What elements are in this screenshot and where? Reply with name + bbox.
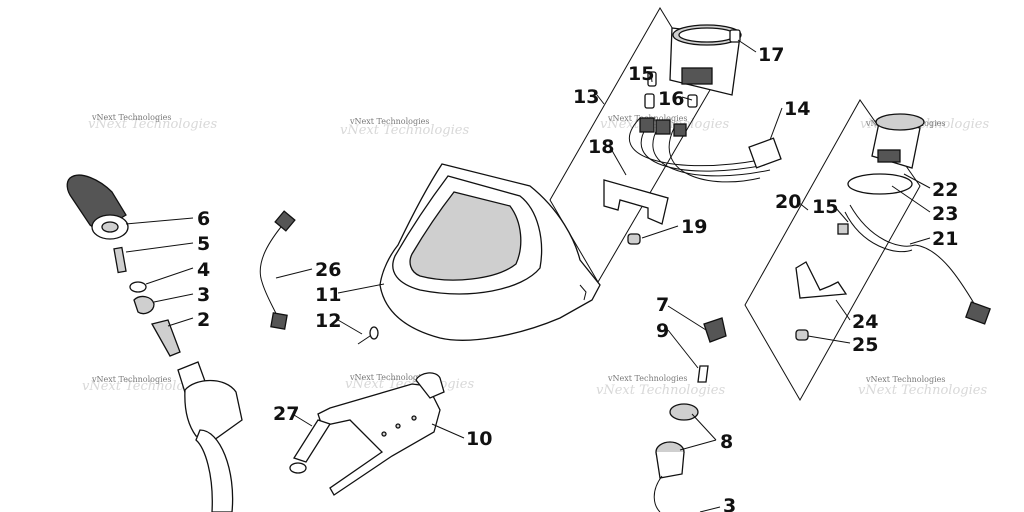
- callout-3: 3: [197, 284, 210, 306]
- callout-18: 18: [588, 136, 614, 158]
- bolt-5: [113, 246, 127, 274]
- callout-13: 13: [573, 86, 599, 108]
- callout-16: 16: [658, 88, 684, 110]
- callout-19: 19: [681, 216, 707, 238]
- callout-5: 5: [197, 233, 210, 255]
- callout-15: 15: [628, 63, 654, 85]
- ignition-key-7: [697, 317, 727, 383]
- bulb-17: [729, 29, 741, 43]
- callout-4: 4: [197, 259, 210, 281]
- watermark-text: vNext Technologies: [349, 373, 429, 382]
- screw-12: [357, 326, 379, 345]
- gauge-bracket-18: [603, 179, 669, 225]
- callout-26: 26: [315, 259, 341, 281]
- callout-2: 2: [197, 309, 210, 331]
- watermark-text: vNext Technologies: [865, 375, 945, 384]
- tube-2: [151, 319, 181, 357]
- callout-6: 6: [197, 208, 210, 230]
- secondary-gauge: [837, 113, 991, 325]
- watermark-shadow: vNext Technologies: [858, 383, 987, 398]
- callout-24: 24: [852, 311, 878, 333]
- callout-8: 8: [720, 431, 733, 453]
- bushing-3: [133, 295, 155, 315]
- callout-17: 17: [758, 44, 784, 66]
- throttle-switch-housing: [177, 361, 243, 512]
- callout-labels: 17 15 16 13 14 18 19 20 15 22 23 21 24 2…: [197, 44, 958, 512]
- watermark-shadow: vNext Technologies: [82, 379, 211, 394]
- callout-11: 11: [315, 284, 341, 306]
- callout-10: 10: [466, 428, 492, 450]
- callout-22: 22: [932, 179, 958, 201]
- callout-15-secondary: 15: [812, 196, 838, 218]
- watermark-shadow: vNext Technologies: [88, 117, 217, 132]
- hand-grip-6: [66, 174, 129, 240]
- callout-25: 25: [852, 334, 878, 356]
- callout-7: 7: [656, 294, 669, 316]
- callout-21: 21: [932, 228, 958, 250]
- group-frame-20: [744, 99, 921, 402]
- wiring-harness: [628, 117, 782, 183]
- callout-3-secondary: 3: [723, 495, 736, 512]
- headlight-pod-11: [379, 163, 601, 341]
- nut-8: [669, 403, 699, 421]
- washer-4: [129, 281, 147, 293]
- rubber-pad-27: [289, 419, 331, 474]
- watermark-text: vNext Technologies: [91, 375, 171, 384]
- callout-14: 14: [784, 98, 810, 120]
- speedometer-cable-26: [259, 210, 296, 330]
- callout-27: 27: [273, 403, 299, 425]
- watermark-shadow: vNext Technologies: [340, 123, 469, 138]
- callout-12: 12: [315, 310, 341, 332]
- grommet-25: [795, 329, 809, 341]
- callout-20: 20: [775, 191, 801, 213]
- watermark-text: vNext Technologies: [607, 374, 687, 383]
- callout-9: 9: [656, 320, 669, 342]
- watermark-text: vNext Technologies: [349, 117, 429, 126]
- ignition-switch-8: [653, 441, 685, 512]
- grommet-19: [627, 233, 641, 245]
- leader-lines: [125, 39, 931, 512]
- watermark-text: vNext Technologies: [91, 113, 171, 122]
- watermark-shadow: vNext Technologies: [596, 383, 725, 398]
- callout-23: 23: [932, 203, 958, 225]
- gauge-bracket-24: [795, 261, 848, 299]
- speedometer-gauge: [644, 24, 742, 109]
